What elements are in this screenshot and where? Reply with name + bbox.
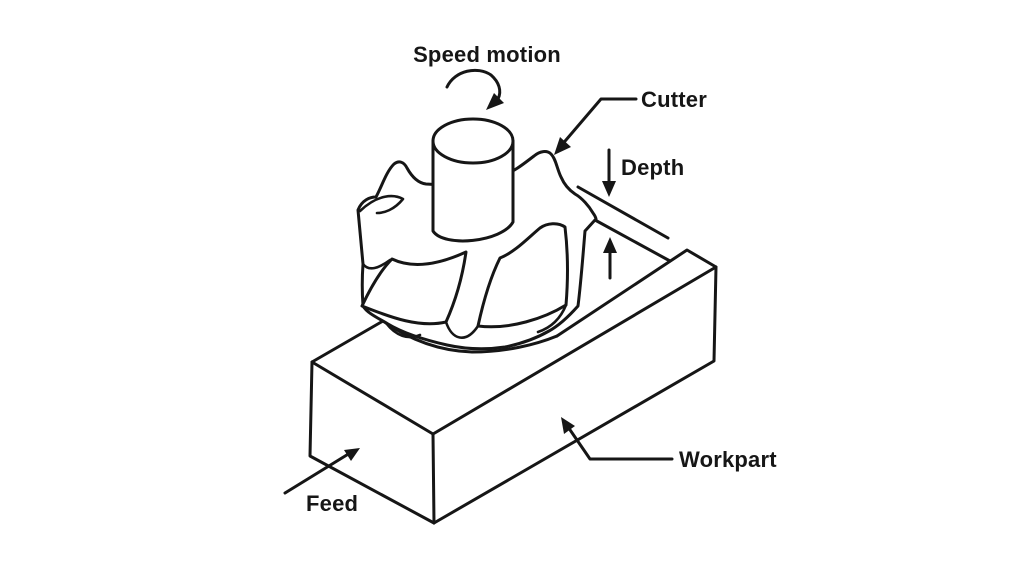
rotation-arc — [445, 68, 502, 101]
depth-down-arrow-head — [602, 181, 616, 197]
rotation-arrow — [445, 68, 504, 110]
workpart-top-back-edge — [310, 319, 385, 364]
workpart-leader-line — [564, 422, 674, 461]
left-tooth-fold — [358, 194, 405, 215]
feed-label: Feed — [306, 491, 358, 516]
workpart-arrow-head — [561, 417, 575, 434]
depth-dimension — [576, 148, 670, 280]
feed-arrow — [283, 448, 360, 495]
step-edge — [555, 248, 718, 338]
original-surface-edge — [593, 218, 672, 263]
tooth-bottom-arc-1 — [444, 320, 480, 339]
workpart-leader — [561, 417, 674, 461]
depth-up-arrow-head — [603, 237, 617, 253]
cutter-arrow-head — [554, 137, 571, 155]
spindle-top-ellipse — [431, 117, 515, 165]
feed-arrow-shaft — [283, 451, 352, 495]
workpart-front-face — [431, 265, 718, 525]
speed-motion-label: Speed motion — [413, 42, 561, 67]
feed-arrow-head — [344, 448, 360, 461]
tooth-face-panel-2 — [476, 222, 569, 329]
cutter-label: Cutter — [641, 87, 707, 112]
spindle-cylinder — [431, 139, 515, 243]
depth-label: Depth — [621, 155, 684, 180]
workpart-label: Workpart — [679, 447, 777, 472]
tooth-bottom-arc-3 — [384, 321, 422, 339]
cutter-leader — [554, 97, 638, 155]
depth-reference-line — [576, 185, 670, 240]
tooth-bottom-arc-2 — [536, 303, 568, 334]
cutter-leader-line — [558, 97, 638, 149]
rotation-arrow-head — [486, 93, 504, 110]
milling-cutter — [356, 117, 598, 351]
